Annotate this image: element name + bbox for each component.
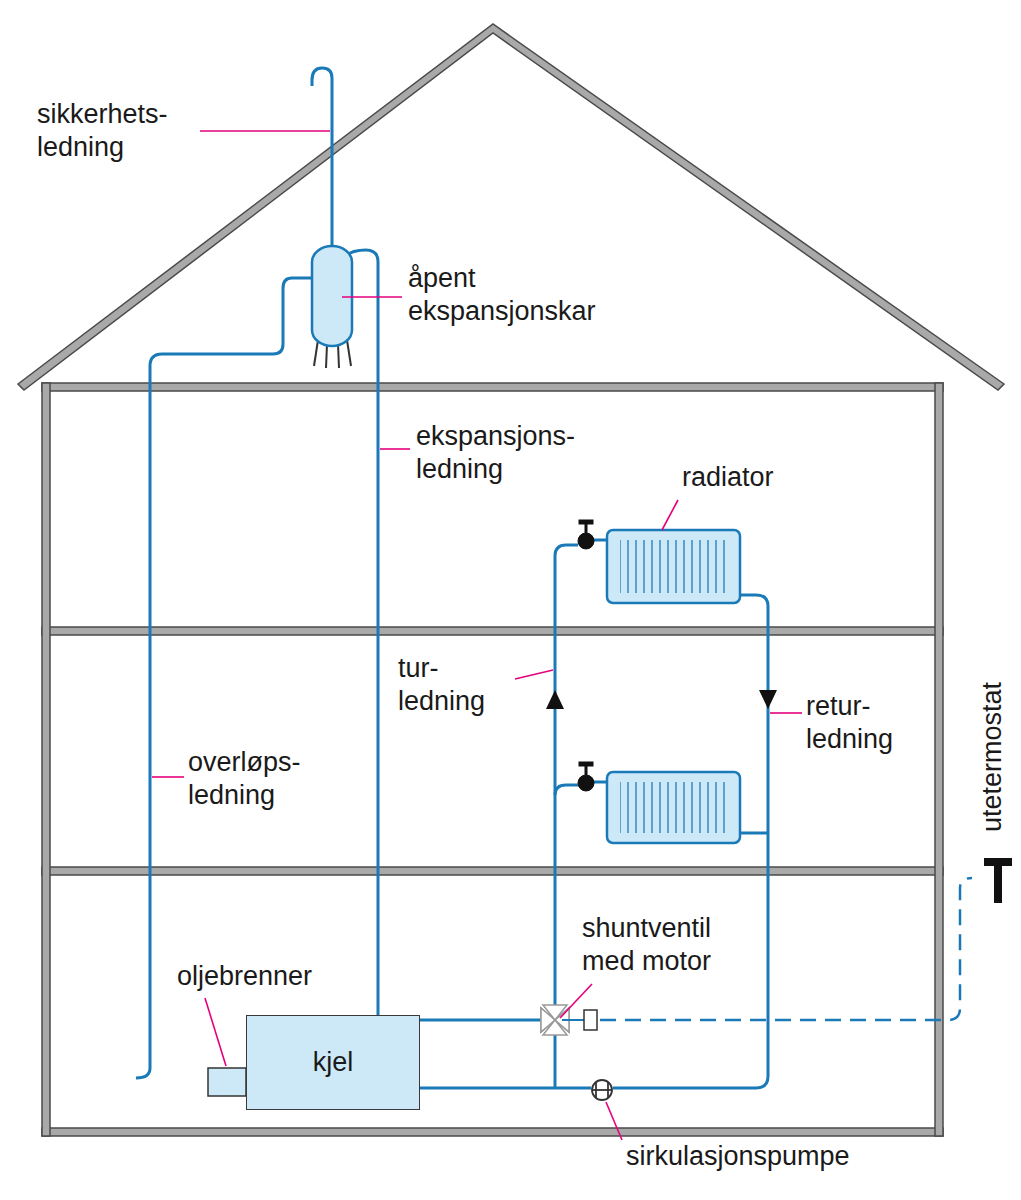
label-text: radiator bbox=[682, 462, 774, 492]
flow-pipe bbox=[555, 545, 578, 1008]
part-label: sikkerhets- ledning bbox=[37, 98, 197, 164]
label-text: ekspansjons- ledning bbox=[416, 421, 575, 484]
flow-branch bbox=[555, 785, 578, 795]
label-text: overløps- ledning bbox=[188, 747, 301, 810]
part-label: shuntventil med motor bbox=[582, 912, 762, 978]
part-label: oljebrenner bbox=[177, 960, 312, 993]
node-text: kjel bbox=[313, 1047, 354, 1078]
circulation-pump bbox=[592, 1080, 612, 1100]
label-text: oljebrenner bbox=[177, 961, 312, 991]
boiler-box: kjel bbox=[246, 1015, 420, 1110]
part-label: sirkulasjonspumpe bbox=[626, 1140, 850, 1173]
label-text: retur- ledning bbox=[806, 691, 893, 754]
label-text: sikkerhets- ledning bbox=[37, 99, 168, 162]
radiator-valves bbox=[578, 520, 606, 791]
expansion-pipe bbox=[346, 250, 378, 1015]
part-label: utetermostat bbox=[976, 682, 1009, 832]
bypass-pipe bbox=[554, 1033, 557, 1088]
expansion-vessel bbox=[312, 246, 352, 368]
return-pipe bbox=[420, 595, 768, 1088]
label-text: utetermostat bbox=[977, 682, 1007, 832]
part-label: åpent ekspansjonskar bbox=[408, 262, 643, 328]
label-text: shuntventil med motor bbox=[582, 913, 711, 976]
overflow-pipe bbox=[136, 278, 313, 1078]
flow-from-boiler bbox=[420, 1019, 541, 1022]
house-structure bbox=[18, 24, 1004, 1136]
return-branch bbox=[740, 832, 768, 835]
radiators bbox=[607, 530, 740, 843]
oil-burner bbox=[208, 1068, 246, 1096]
part-label: overløps- ledning bbox=[188, 746, 338, 812]
label-text: åpent ekspansjonskar bbox=[408, 263, 596, 326]
safety-pipe bbox=[312, 68, 332, 248]
thermostat-symbol bbox=[984, 858, 1012, 903]
leader-lines bbox=[152, 131, 802, 1140]
part-label: ekspansjons- ledning bbox=[416, 420, 591, 486]
flow-arrow bbox=[546, 690, 564, 709]
part-label: retur- ledning bbox=[806, 690, 924, 756]
label-text: tur- ledning bbox=[398, 653, 485, 716]
part-label: radiator bbox=[682, 461, 774, 494]
pipes bbox=[136, 68, 768, 1088]
part-label: tur- ledning bbox=[398, 652, 516, 718]
return-arrow bbox=[759, 690, 777, 709]
label-text: sirkulasjonspumpe bbox=[626, 1141, 850, 1171]
